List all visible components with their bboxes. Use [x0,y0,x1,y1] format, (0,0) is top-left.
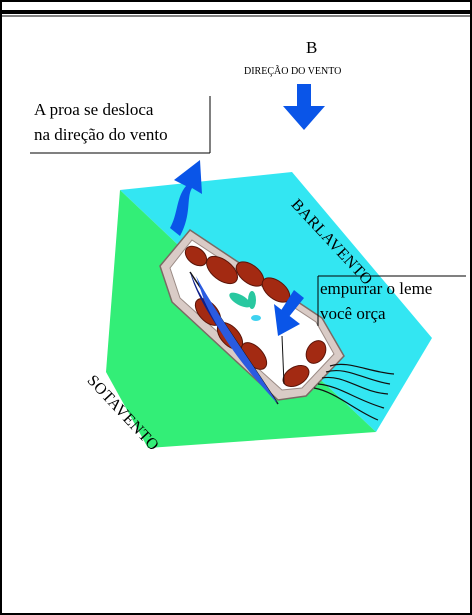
callout-right-border [317,275,466,326]
callout-bow-line-2: na direção do vento [34,125,168,144]
wake-lines [313,363,395,421]
sailboat-icon [159,229,345,405]
callout-rudder: empurrar o leme você orça [320,276,432,326]
rudder-push-arrow-icon [274,290,304,336]
callout-bow-moves: A proa se desloca na direção do vento [34,97,168,147]
wind-direction-caption: DIREÇÃO DO VENTO [244,66,342,77]
diagram-letter-label: B [306,38,318,57]
callout-left-border [30,96,211,154]
callout-rudder-line-1: empurrar o leme [320,279,433,298]
callout-rudder-line-2: você orça [320,304,386,323]
callout-bow-line-1: A proa se desloca [34,100,154,119]
bow-movement-arrow-icon [170,160,202,236]
wind-arrow-icon [283,84,325,130]
